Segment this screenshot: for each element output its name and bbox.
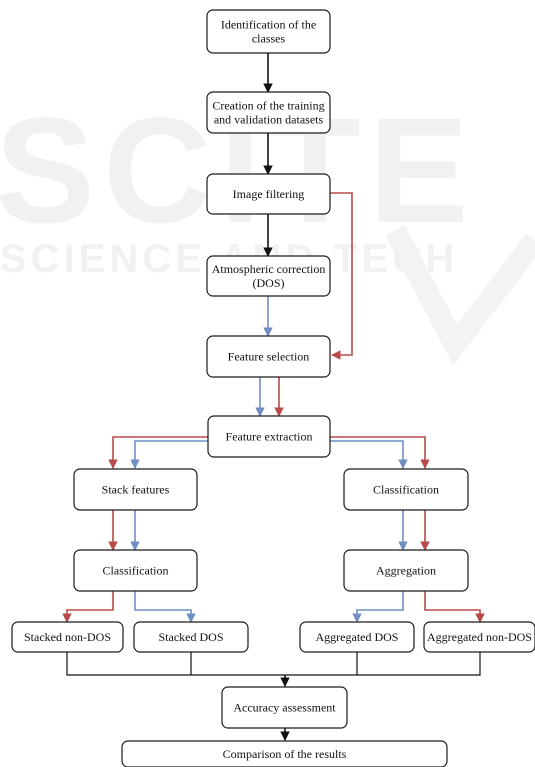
node-label: classes — [252, 32, 286, 46]
node-label: Image filtering — [233, 187, 305, 201]
node-label: Aggregation — [376, 564, 436, 578]
node-accuracy: Accuracy assessment — [221, 686, 348, 729]
node-atmospheric: Atmospheric correction(DOS) — [206, 255, 331, 297]
edge-extraction-to-classification-red — [330, 436, 430, 469]
node-label: Classification — [103, 564, 169, 578]
node-box — [343, 468, 469, 511]
node-stack-features: Stack features — [73, 468, 198, 511]
edge-aggregation-to-aggregated-non-dos — [424, 591, 485, 623]
node-label: Stack features — [102, 483, 170, 497]
node-box — [423, 621, 535, 653]
node-label: Aggregated DOS — [316, 630, 399, 644]
node-label: Creation of the training — [212, 99, 324, 113]
node-stacked-dos: Stacked DOS — [133, 621, 249, 653]
node-label: Comparison of the results — [223, 747, 347, 761]
node-box — [73, 549, 198, 592]
node-feature-extraction: Feature extraction — [207, 415, 331, 458]
node-label: and validation datasets — [214, 113, 324, 127]
edge-extraction-to-classification-blue — [330, 440, 408, 469]
node-box — [206, 255, 331, 297]
node-box — [206, 173, 331, 215]
node-classification-right: Classification — [343, 468, 469, 511]
node-aggregated-dos: Aggregated DOS — [299, 621, 415, 653]
node-box — [11, 621, 124, 653]
node-box — [121, 740, 448, 767]
node-label: Classification — [373, 483, 439, 497]
node-label: Identification of the — [221, 18, 316, 32]
edges — [62, 53, 485, 741]
node-box — [221, 686, 348, 729]
node-aggregated-non-dos: Aggregated non-DOS — [423, 621, 535, 653]
watermark-chevron-icon — [385, 224, 535, 366]
node-box — [206, 335, 331, 378]
node-box — [207, 415, 331, 458]
edge-classification-to-stacked-non-dos — [62, 591, 114, 623]
node-classification-left: Classification — [73, 549, 198, 592]
node-stacked-non-dos: Stacked non-DOS — [11, 621, 124, 653]
node-feature-selection: Feature selection — [206, 335, 331, 378]
node-label: (DOS) — [253, 276, 285, 290]
node-label: Aggregated non-DOS — [427, 630, 532, 644]
edge-extraction-to-stack-red — [108, 436, 208, 469]
node-comparison: Comparison of the results — [121, 740, 448, 767]
node-box — [343, 549, 469, 592]
node-box — [73, 468, 198, 511]
node-label: Stacked DOS — [159, 630, 224, 644]
node-box — [206, 91, 331, 134]
node-label: Feature selection — [228, 350, 310, 364]
node-box — [299, 621, 415, 653]
edge-collector — [66, 652, 481, 676]
edge-aggregation-to-aggregated-dos — [352, 591, 404, 623]
node-aggregation: Aggregation — [343, 549, 469, 592]
node-label: Atmospheric correction — [212, 262, 326, 276]
node-label: Stacked non-DOS — [24, 630, 111, 644]
node-label: Accuracy assessment — [233, 701, 336, 715]
node-box — [133, 621, 249, 653]
node-label: Feature extraction — [226, 430, 313, 444]
edge-classification-to-stacked-dos — [134, 591, 196, 623]
edge-extraction-to-stack-blue — [130, 440, 208, 469]
node-box — [206, 9, 331, 54]
edge-filtering-bypass-to-selection — [330, 192, 353, 360]
node-filtering: Image filtering — [206, 173, 331, 215]
